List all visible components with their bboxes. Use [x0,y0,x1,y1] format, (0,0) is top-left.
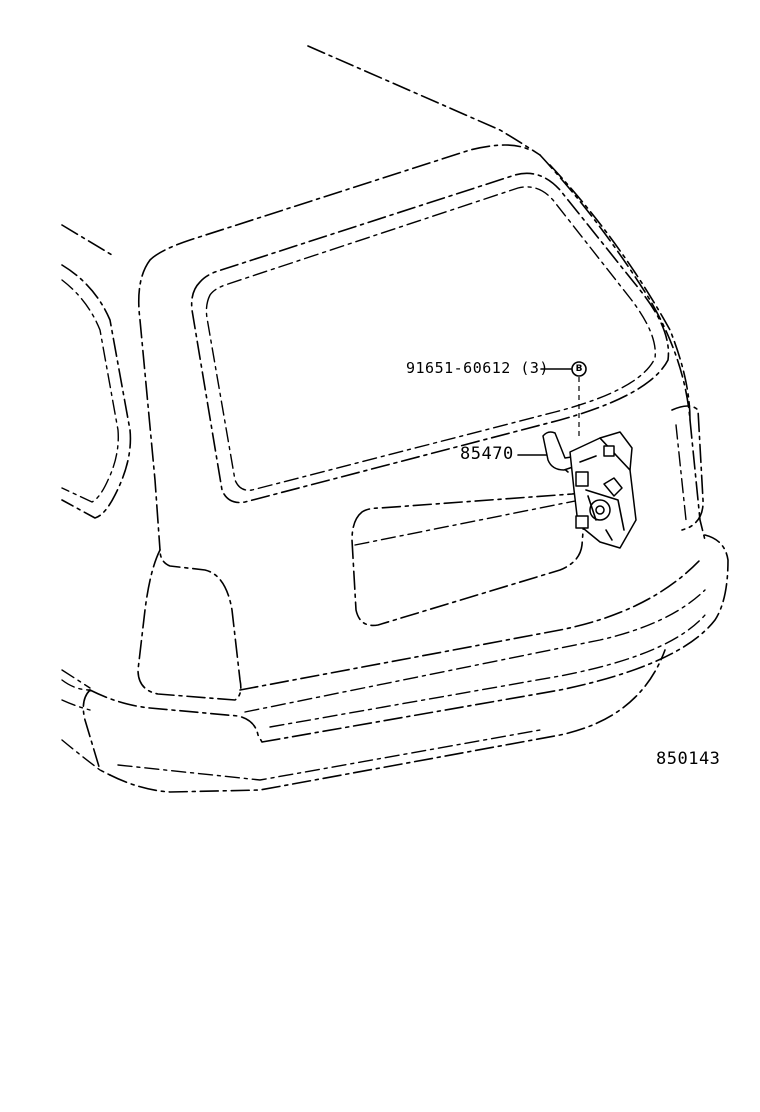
rear-glass-inner [205,186,656,491]
door-right-edge [549,164,691,421]
license-recess-line [354,499,581,546]
bolt-quantity: (3) [520,359,549,377]
side-body-line [61,669,91,711]
bumper-lower-edge [61,679,101,771]
rear-bumper [82,534,729,776]
bolt-callout-label: 91651-60612 (3) [406,359,549,377]
side-window-inner [61,279,119,503]
back-door-outline [137,144,706,551]
bolt-marker-letter: B [575,364,583,374]
bolt-marker-circle [571,361,587,377]
door-lock-actuator [542,431,637,549]
bolt-part-number: 91651-60612 [406,359,511,377]
main-part-number: 85470 [460,444,514,464]
body-lower-line [239,559,701,691]
c-pillar-line [61,224,113,256]
tail-lamp-right-inner [675,424,687,521]
body-lower-line-2 [244,589,706,713]
tail-lamp-left [137,549,242,701]
roof-line [307,45,541,156]
rear-bumper-bottom [109,649,666,793]
bumper-face-line [117,729,541,781]
side-window [61,264,132,519]
tail-lamp-right [671,405,704,531]
rear-bumper-top [269,614,706,728]
license-plate-recess [351,492,586,627]
diagram-reference-number: 850143 [656,749,721,769]
rear-glass-outer [190,172,670,504]
